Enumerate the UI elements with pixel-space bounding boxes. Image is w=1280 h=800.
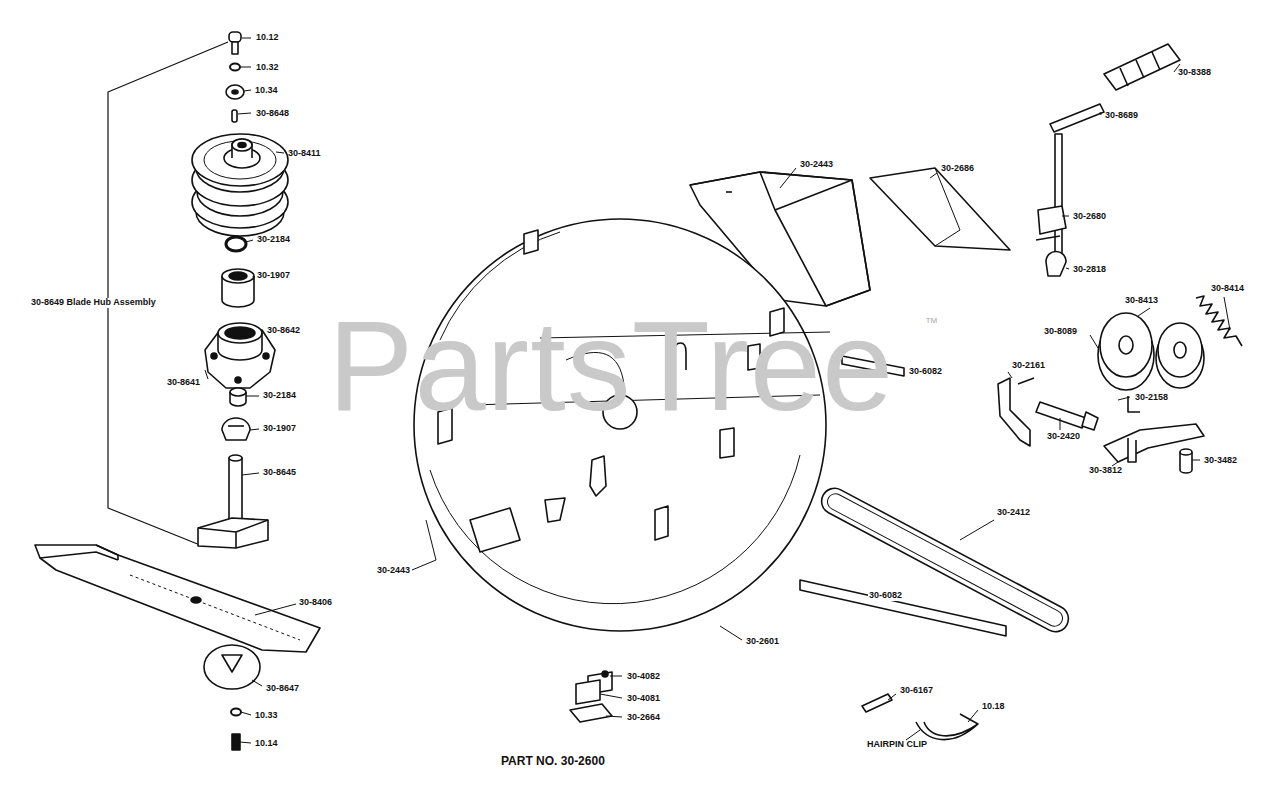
callout-number: 30-2686: [940, 164, 975, 174]
callout-number: 30-2680: [1072, 212, 1107, 222]
callout-number: 30-3482: [1203, 456, 1238, 466]
trademark-sign: ™: [924, 316, 939, 330]
callout-number: 30-8642: [266, 326, 301, 336]
callout-number: 30-8413: [1124, 296, 1159, 306]
callout-number: 10.14: [254, 739, 279, 749]
callout-number: 30-2184: [256, 235, 291, 245]
callout-number: 30-2420: [1046, 432, 1081, 442]
callout-number: 30-1907: [262, 424, 297, 434]
callout-number: 30-3812: [1088, 466, 1123, 476]
callout-number: 30-1907: [256, 271, 291, 281]
callout-number: 30-4082: [626, 672, 661, 682]
callout-number: 10.32: [255, 63, 280, 73]
callout-number: 30-2161: [1011, 361, 1046, 371]
callout-number: 30-8089: [1043, 327, 1078, 337]
callout-number: 30-8414: [1210, 284, 1245, 294]
callout-number: 30-2184: [262, 391, 297, 401]
callout-number: 30-2412: [996, 508, 1031, 518]
callout-number: 30-4081: [626, 694, 661, 704]
callout-number: 30-8645: [262, 468, 297, 478]
callout-number: 30-2664: [626, 713, 661, 723]
callout-number: 30-8649 Blade Hub Assembly: [30, 298, 157, 308]
callout-number: 10.34: [254, 86, 279, 96]
callout-number: 30-8388: [1177, 68, 1212, 78]
callout-number: 30-6082: [868, 591, 903, 601]
callout-number: 30-8406: [298, 598, 333, 608]
callout-number: 30-8648: [255, 109, 290, 119]
callout-number: 30-8411: [287, 149, 322, 159]
callout-number: 30-8689: [1104, 111, 1139, 121]
callout-number: 10.12: [255, 33, 280, 43]
callout-number: 30-6082: [908, 367, 943, 377]
callout-number: 30-2601: [745, 637, 780, 647]
callout-number: 30-8647: [265, 684, 300, 694]
watermark: PartsTree: [328, 302, 894, 430]
callout-number: 30-2443: [799, 160, 834, 170]
callout-number: 30-8641: [166, 378, 201, 388]
callout-number: 30-2443: [376, 566, 411, 576]
callout-number: 30-2818: [1072, 265, 1107, 275]
callout-number: 30-6167: [899, 686, 934, 696]
callout-number: 30-2158: [1134, 393, 1169, 403]
part-number-caption: PART NO. 30-2600: [501, 754, 605, 768]
callout-number: 10.33: [254, 711, 279, 721]
callout-number: HAIRPIN CLIP: [866, 740, 928, 750]
callout-number: 10.18: [981, 702, 1006, 712]
